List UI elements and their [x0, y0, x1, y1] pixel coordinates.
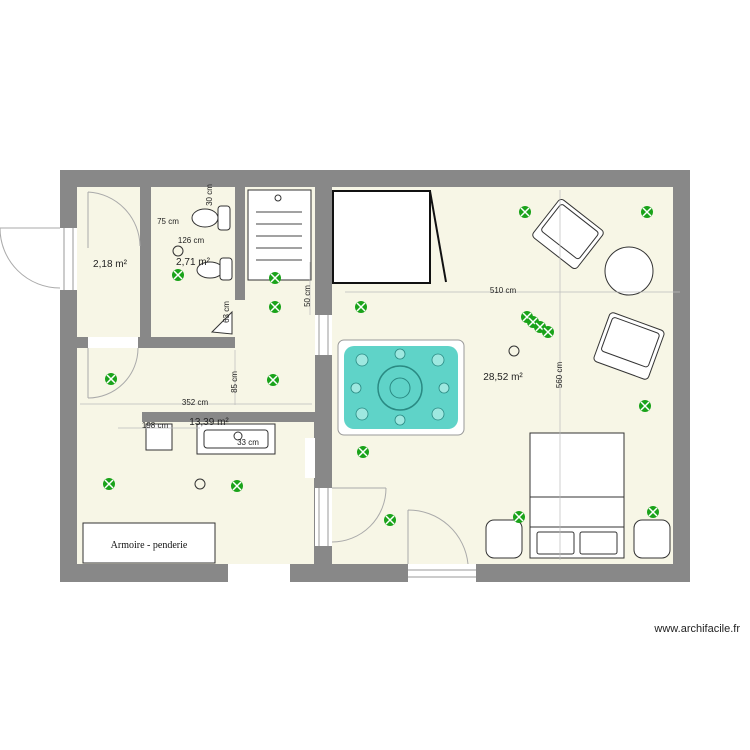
ceiling-point-laundry: [194, 478, 206, 490]
round-table: [604, 246, 654, 296]
sauna-box: [332, 190, 431, 284]
dim-guides: [80, 190, 680, 560]
ceiling-point-bedroom: [508, 345, 520, 357]
laundry-window: [305, 438, 315, 478]
hall-door-swing: [87, 347, 139, 399]
corner-basin-icon: [210, 310, 233, 335]
shower-lines: [256, 211, 302, 261]
light-fixtures: [103, 206, 659, 526]
armchair-top: [532, 198, 604, 270]
closet: [82, 522, 216, 564]
area-hall: 13,39 m²: [189, 417, 229, 428]
spa-tub: [337, 339, 465, 436]
light-cross: [543, 327, 553, 337]
dim-85: 85 cm: [230, 371, 239, 393]
armchair-right: [593, 312, 665, 380]
ceiling-point-sink: [233, 431, 243, 441]
area-bedroom: 28,52 m²: [483, 372, 523, 383]
bottom-window-laundry: [228, 564, 290, 582]
dim-63: 63 cm: [222, 301, 231, 323]
light-cross: [642, 207, 652, 217]
dim-198: 198 cm: [142, 421, 169, 430]
light-cross: [270, 273, 280, 283]
entry-door-swing: [0, 227, 61, 289]
light-cross: [106, 374, 116, 384]
ceiling-points: [172, 245, 520, 490]
partition-laundry: [142, 412, 315, 422]
area-bath: 2,71 m²: [176, 257, 211, 268]
dim-126: 126 cm: [178, 236, 205, 245]
closet-label: Armoire - penderie: [111, 540, 188, 551]
dim-30: 30 cm: [205, 184, 214, 206]
entry-door-opening: [60, 228, 77, 290]
toilet-icon: [191, 205, 231, 231]
bedroom-window-left: [315, 315, 332, 355]
light-cross: [648, 507, 658, 517]
light-cross: [640, 401, 650, 411]
nightstand-left: [485, 519, 523, 559]
washbasin: [196, 423, 276, 455]
bedroom-door-swing: [331, 487, 387, 543]
wc-door-swing: [87, 191, 141, 248]
dim-560: 560 cm: [555, 362, 564, 389]
light-cross: [232, 481, 242, 491]
dim-75: 75 cm: [157, 217, 179, 226]
bedroom-door-opening: [315, 488, 332, 546]
ceiling-point-bath: [172, 245, 184, 257]
nightstand-right: [633, 519, 671, 559]
dim-352: 352 cm: [182, 398, 209, 407]
dim-50: 50 cm: [303, 285, 312, 307]
light-cross: [270, 302, 280, 312]
light-cross: [358, 447, 368, 457]
hall-door-opening: [88, 337, 138, 348]
light-cross: [173, 270, 183, 280]
watermark: www.archifacile.fr: [653, 623, 740, 635]
light-cross: [520, 207, 530, 217]
light-cross: [514, 512, 524, 522]
light-cross: [356, 302, 366, 312]
dim-510: 510 cm: [490, 286, 517, 295]
light-cross: [268, 375, 278, 385]
dim-33: 33 cm: [237, 438, 259, 447]
light-cross: [104, 479, 114, 489]
bed: [529, 432, 625, 559]
floor-hall-corridor: [235, 300, 315, 412]
sauna-door: [429, 190, 447, 283]
shower-tray: [247, 189, 312, 281]
bedroom-door2-swing: [407, 509, 469, 565]
light-cross: [385, 515, 395, 525]
bidet-icon: [196, 257, 233, 281]
bottom-window-bedroom: [408, 564, 476, 582]
area-wc: 2,18 m²: [93, 259, 128, 270]
shower-drain: [274, 194, 282, 202]
